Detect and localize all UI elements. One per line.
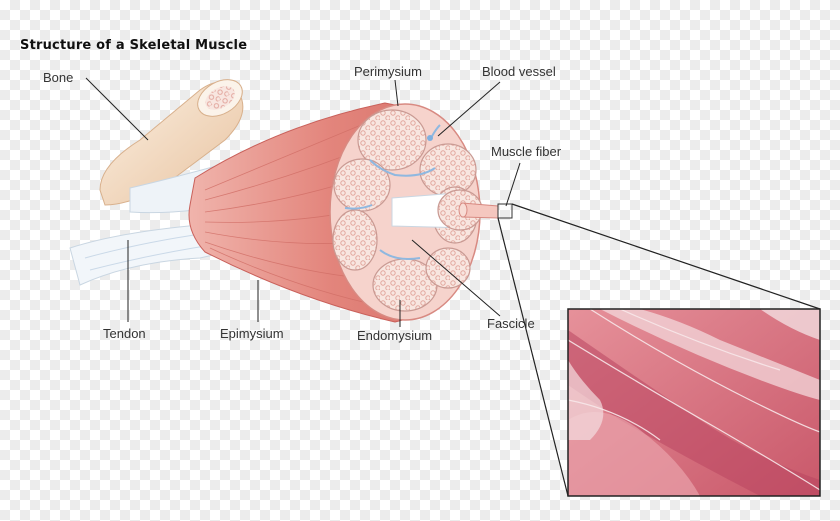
leader-lines: [85, 77, 521, 327]
label-bone: Bone: [43, 70, 74, 85]
label-tendon: Tendon: [103, 326, 146, 341]
leader-perimysium: [394, 79, 399, 107]
blood-vessel-marker: [427, 135, 433, 141]
label-blood-vessel: Blood vessel: [482, 64, 556, 79]
label-perimysium: Perimysium: [354, 64, 422, 79]
diagram-title: Structure of a Skeletal Muscle: [20, 38, 248, 53]
leader-muscle-fiber: [505, 162, 521, 207]
magnifier: [497, 203, 821, 497]
label-epimysium: Epimysium: [220, 326, 284, 341]
fascicle-bundles: [332, 109, 478, 312]
label-endomysium: Endomysium: [357, 328, 433, 343]
leader-bone: [85, 77, 149, 141]
cross-section: [329, 103, 499, 321]
bone-shape: [99, 79, 244, 206]
label-fascicle: Fascicle: [487, 316, 535, 331]
label-muscle-fiber: Muscle fiber: [491, 144, 562, 159]
leader-blood-vessel: [437, 81, 501, 137]
micrograph: [567, 308, 821, 497]
leader-fascicle: [411, 239, 501, 317]
